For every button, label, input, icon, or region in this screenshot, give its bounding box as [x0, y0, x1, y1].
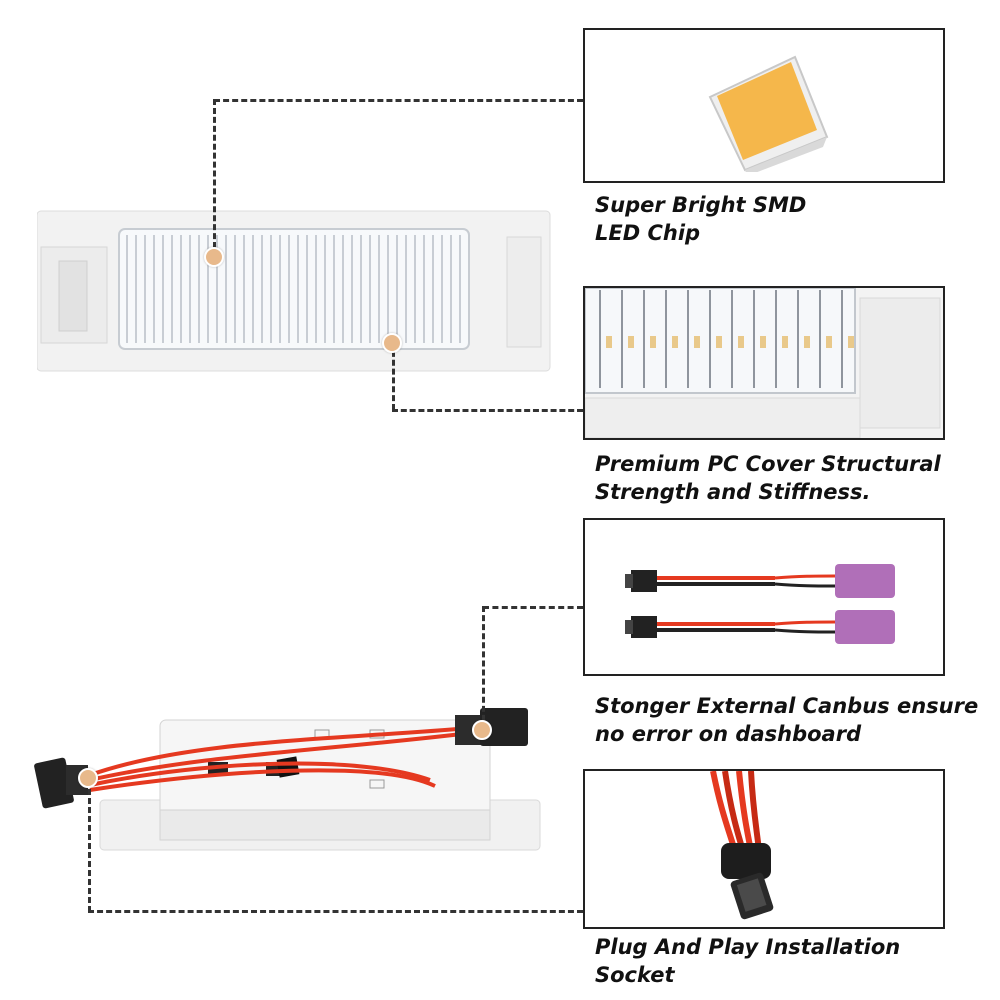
caption-socket: Plug And Play Installation Socket: [595, 933, 995, 989]
caption-canbus: Stonger External Canbus ensure no error …: [595, 692, 995, 748]
leader-line: [483, 606, 583, 609]
license-plate-light-rear-photo: [30, 700, 550, 855]
leader-line: [214, 99, 583, 102]
canbus-decoder-cables-icon: [625, 560, 905, 650]
marker-dot: [78, 768, 98, 788]
marker-dot: [382, 333, 402, 353]
detail-box-pc-cover: [583, 286, 945, 440]
t10-socket-icon: [695, 771, 815, 927]
detail-box-socket: [583, 769, 945, 929]
caption-line: Super Bright SMD: [595, 193, 807, 217]
caption-line: Socket: [595, 963, 675, 987]
pc-cover-closeup-icon: [585, 288, 943, 438]
leader-line: [392, 342, 395, 410]
license-plate-light-front-photo: [37, 207, 552, 375]
leader-line: [88, 910, 583, 913]
detail-box-canbus: [583, 518, 945, 676]
caption-pc-cover: Premium PC Cover Structural Strength and…: [595, 450, 995, 506]
caption-line: no error on dashboard: [595, 722, 862, 746]
caption-line: Stonger External Canbus ensure: [595, 694, 979, 718]
marker-dot: [472, 720, 492, 740]
caption-line: LED Chip: [595, 221, 701, 245]
smd-led-chip-icon: [705, 42, 835, 172]
caption-line: Plug And Play Installation: [595, 935, 901, 959]
leader-line: [482, 606, 485, 730]
leader-line: [88, 780, 91, 912]
caption-led-chip: Super Bright SMD LED Chip: [595, 191, 995, 247]
marker-dot: [204, 247, 224, 267]
detail-box-led-chip: [583, 28, 945, 183]
leader-line: [213, 99, 216, 257]
caption-line: Strength and Stiffness.: [595, 480, 871, 504]
caption-line: Premium PC Cover Structural: [595, 452, 941, 476]
leader-line: [392, 409, 583, 412]
